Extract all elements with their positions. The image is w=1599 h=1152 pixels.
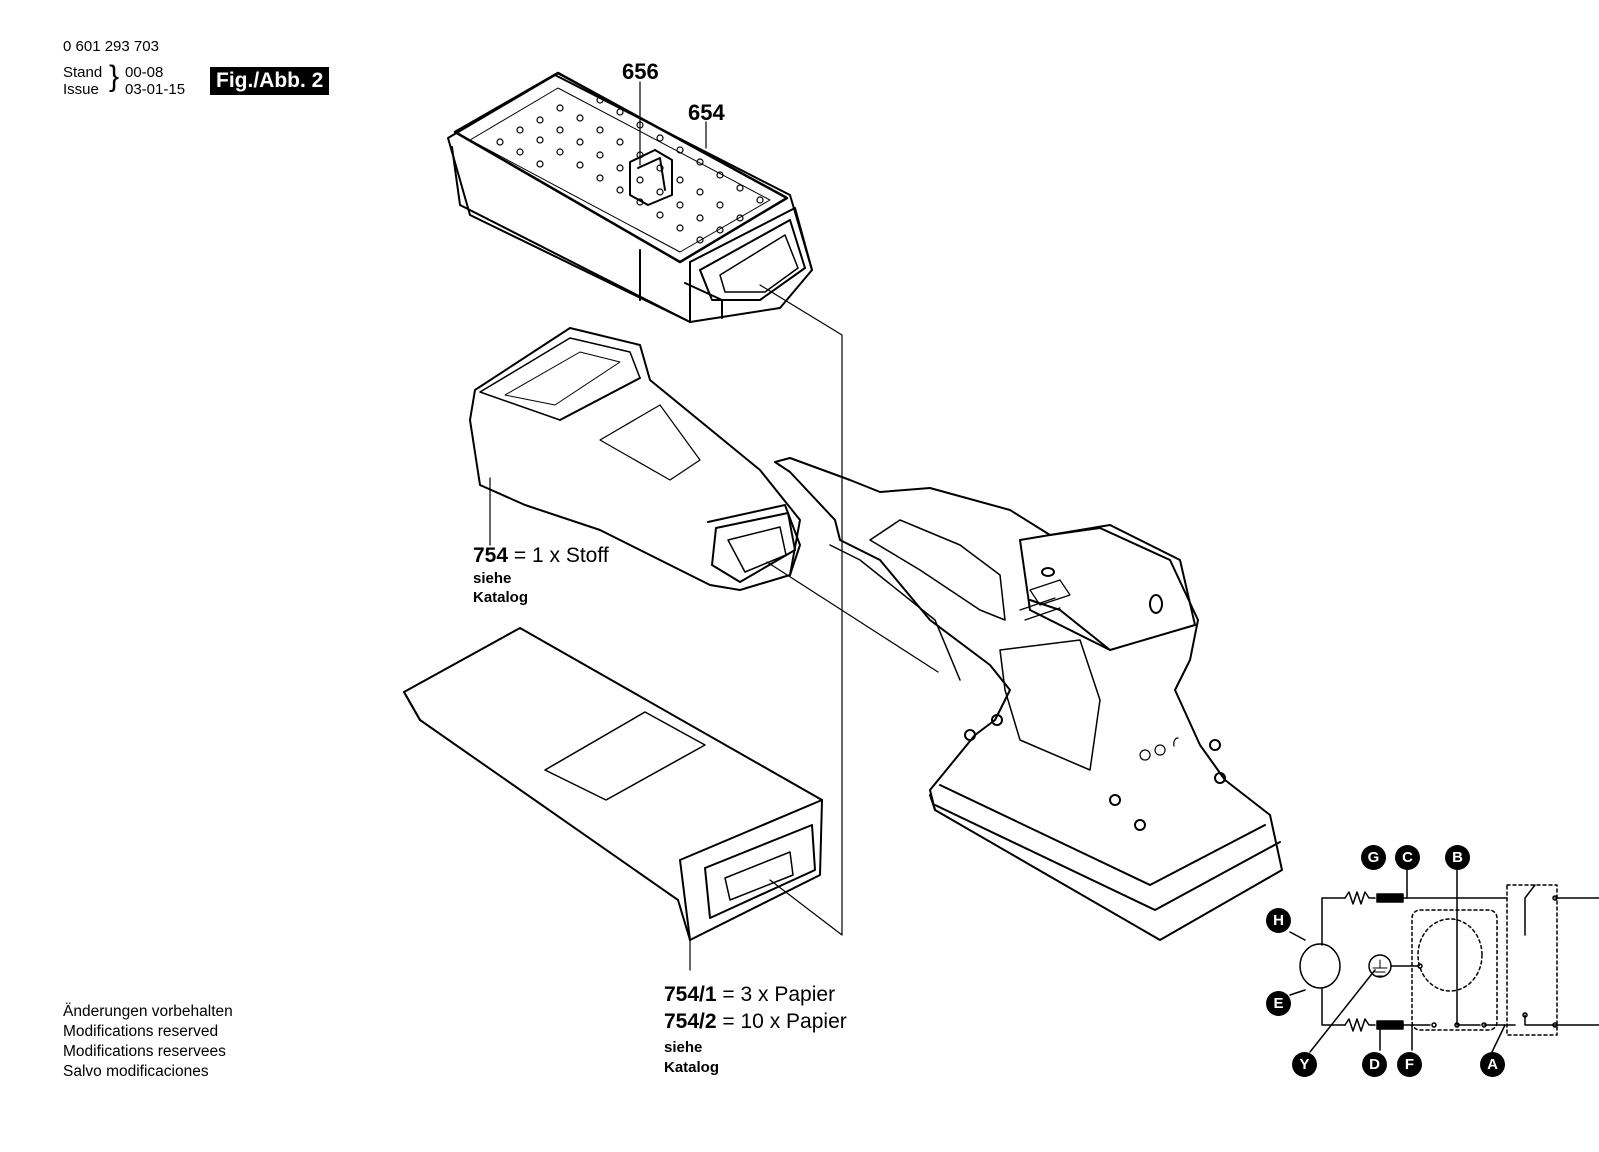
- callout-7542-number: 754/2: [664, 1010, 717, 1033]
- callout-754-description: = 1 x Stoff: [513, 544, 609, 567]
- notice-es: Salvo modificaciones: [63, 1063, 209, 1080]
- callout-754: 754 = 1 x Stoff: [473, 544, 609, 568]
- wiring-marker-a: A: [1480, 1052, 1505, 1077]
- notice-fr: Modifications reservees: [63, 1043, 226, 1060]
- wiring-marker-h: H: [1266, 908, 1291, 933]
- paper-bag-7541: [403, 627, 823, 941]
- callout-7541-number: 754/1: [664, 983, 717, 1006]
- wiring-diagram: [1289, 869, 1599, 1053]
- issue-label: Issue: [63, 81, 99, 98]
- callout-656: 656: [622, 59, 659, 84]
- brace-glyph: }: [109, 60, 120, 93]
- stand-date: 00-08: [125, 64, 164, 81]
- callout-7541-description: = 3 x Papier: [722, 983, 836, 1006]
- callout-754-siehe: siehe: [473, 570, 512, 587]
- wiring-marker-g: G: [1361, 845, 1386, 870]
- dust-box-654: [447, 71, 813, 323]
- wiring-marker-f: F: [1397, 1052, 1422, 1077]
- notice-de: Änderungen vorbehalten: [63, 1003, 233, 1020]
- callout-paper-katalog: Katalog: [664, 1059, 720, 1076]
- fabric-bag-754: [469, 327, 801, 591]
- callout-paper-siehe: siehe: [664, 1039, 703, 1056]
- wiring-marker-y: Y: [1292, 1052, 1317, 1077]
- wiring-marker-e: E: [1266, 991, 1291, 1016]
- callout-7541: 754/1 = 3 x Papier: [664, 983, 835, 1007]
- orbital-sander: [774, 457, 1283, 941]
- wiring-marker-b: B: [1445, 845, 1470, 870]
- figure-label: Fig./Abb. 2: [210, 67, 330, 95]
- stand-label: Stand: [63, 64, 103, 81]
- callout-754-number: 754: [473, 544, 509, 567]
- callout-754-katalog: Katalog: [473, 589, 529, 606]
- leader-lines: [489, 81, 939, 971]
- notice-en: Modifications reserved: [63, 1023, 219, 1040]
- callout-7542: 754/2 = 10 x Papier: [664, 1010, 847, 1034]
- part-number: 0 601 293 703: [63, 38, 159, 55]
- wiring-marker-c: C: [1395, 845, 1420, 870]
- callout-7542-description: = 10 x Papier: [722, 1010, 847, 1033]
- wiring-marker-d: D: [1362, 1052, 1387, 1077]
- callout-654: 654: [688, 100, 725, 125]
- issue-date: 03-01-15: [125, 81, 186, 98]
